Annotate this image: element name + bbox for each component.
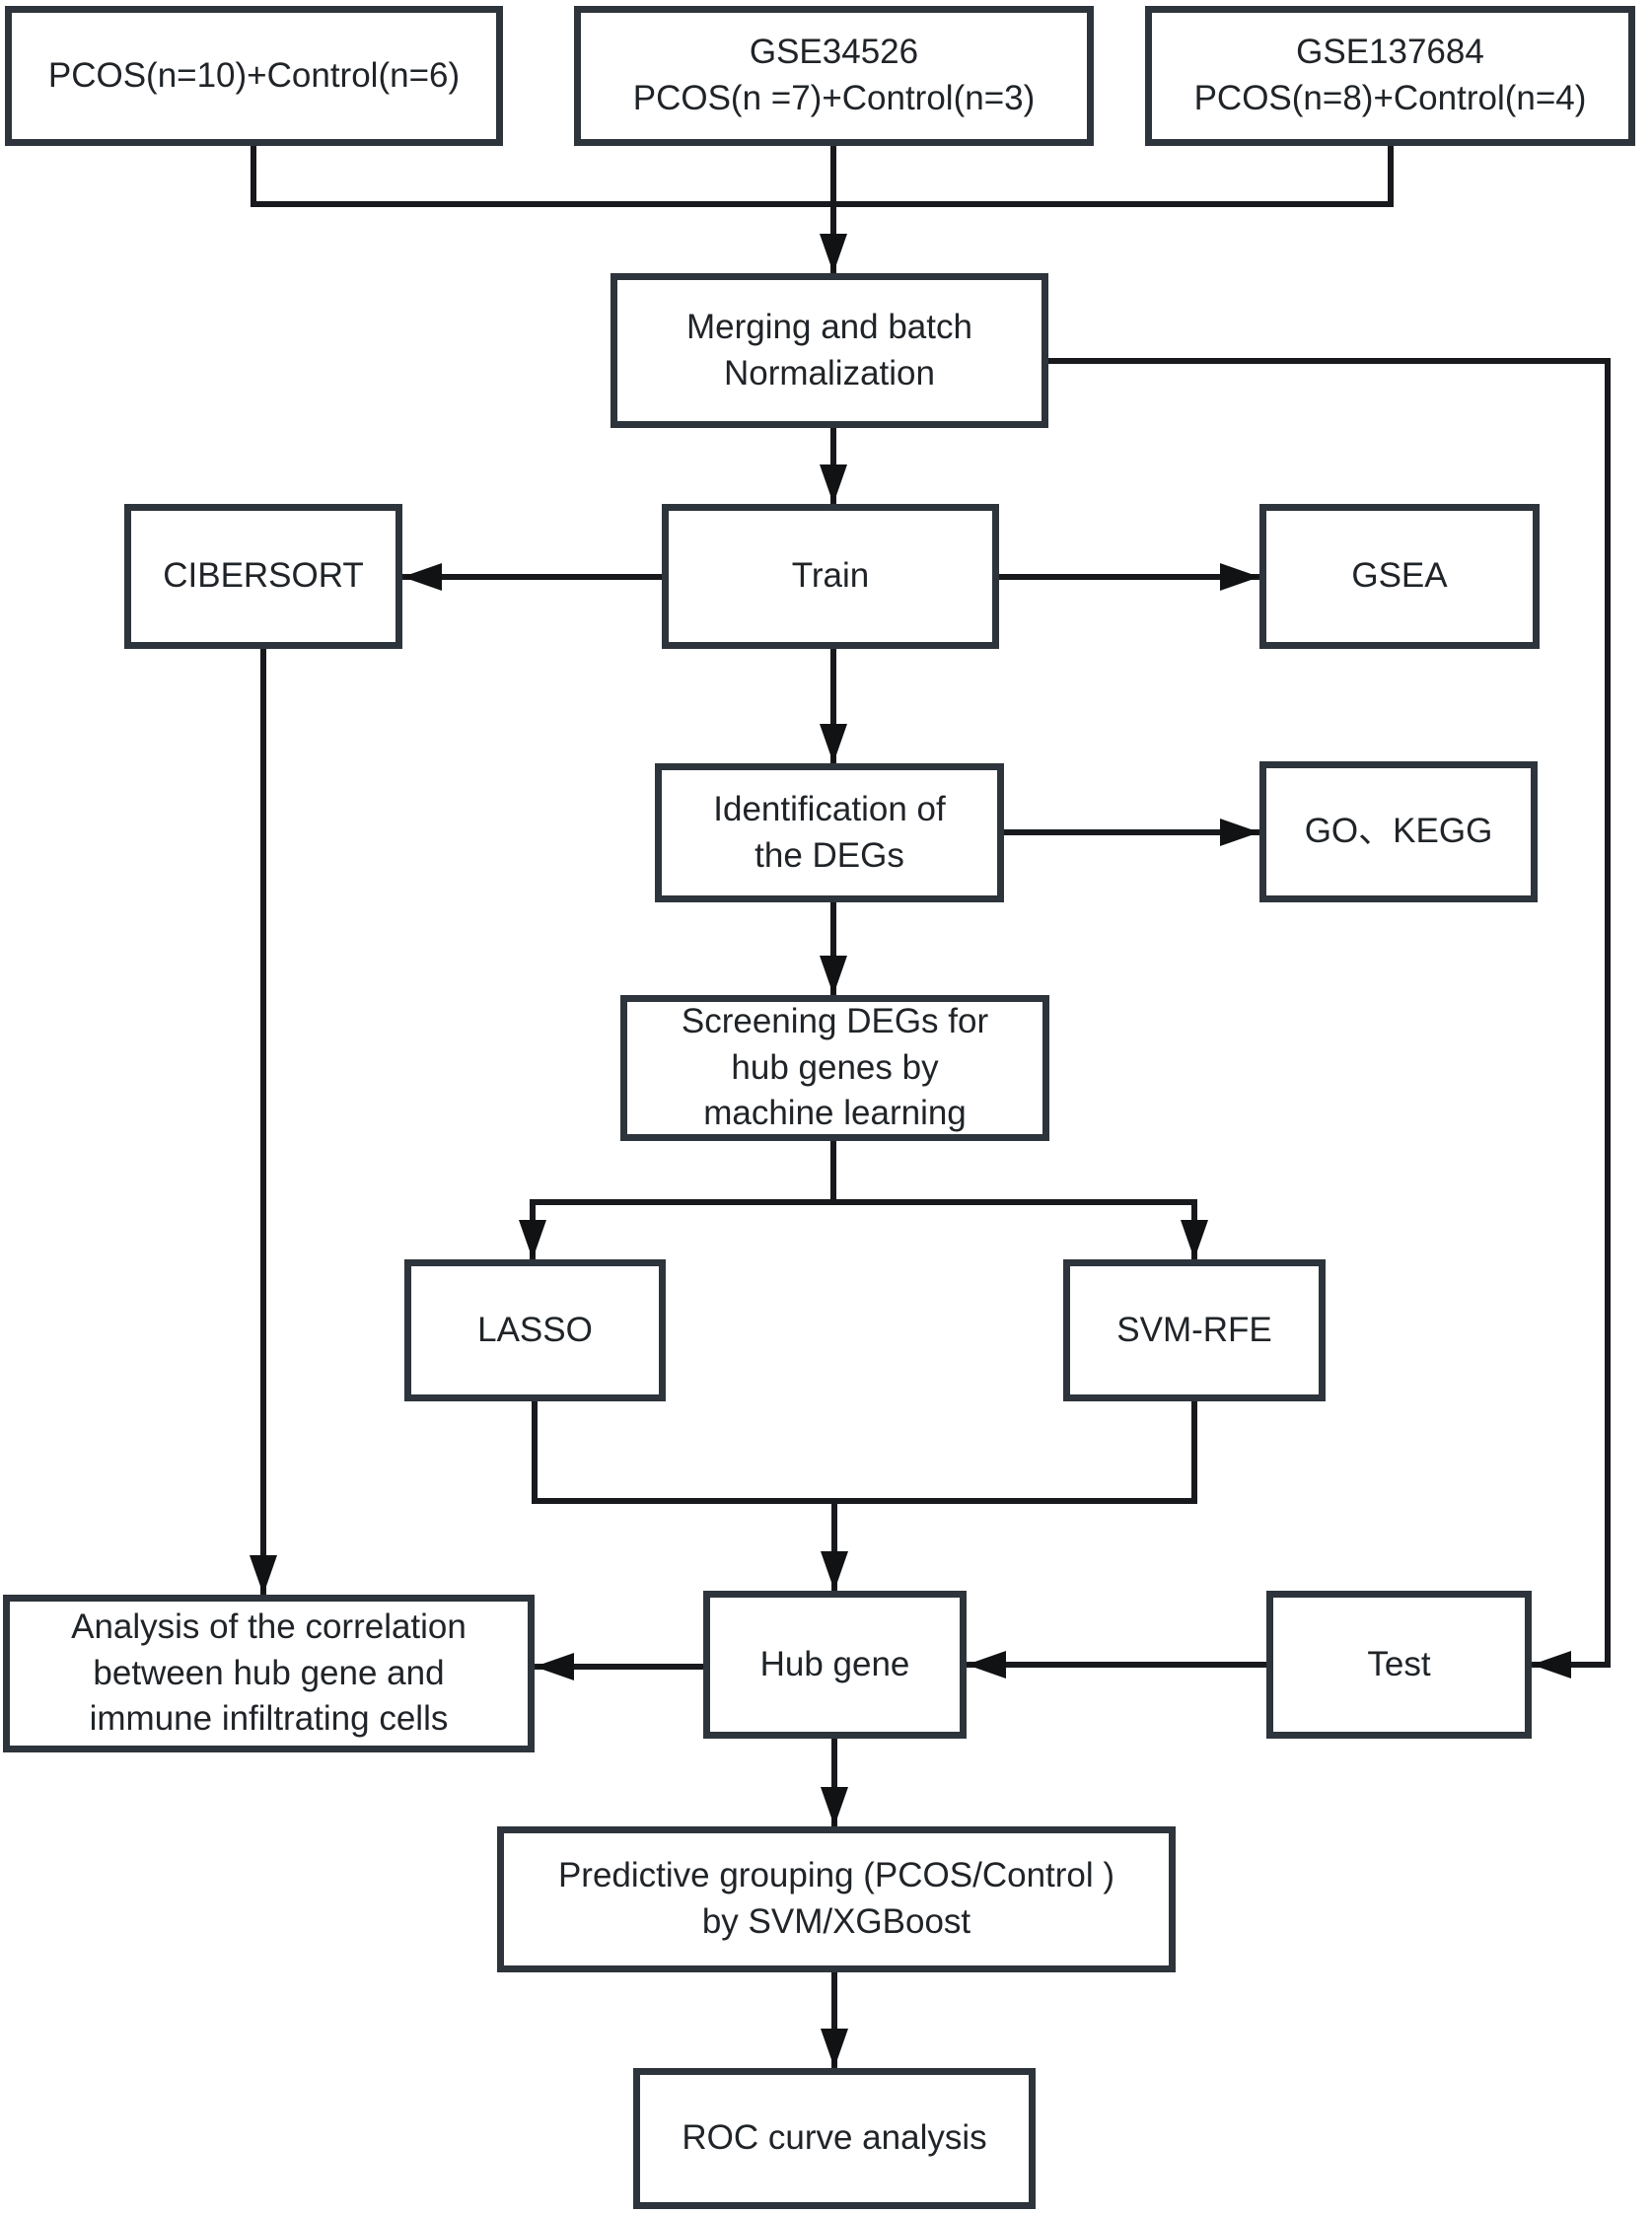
node-hub-gene: Hub gene <box>703 1591 967 1739</box>
node-cibersort-label: CIBERSORT <box>163 556 364 596</box>
edge-merging-test <box>1048 358 1611 1678</box>
node-test-label: Test <box>1367 1644 1431 1683</box>
node-gse34526: GSE34526 PCOS(n =7)+Control(n=3) <box>574 6 1094 146</box>
node-roc-analysis-label: ROC curve analysis <box>682 2118 987 2158</box>
node-gse34526-label: GSE34526 PCOS(n =7)+Control(n=3) <box>632 33 1036 117</box>
edge-sources-merge-bar <box>251 143 1394 207</box>
node-svm-rfe: SVM-RFE <box>1063 1259 1326 1401</box>
node-identification-degs: Identification of the DEGs <box>655 763 1004 902</box>
node-predictive-grouping-label: Predictive grouping (PCOS/Control ) by S… <box>557 1856 1115 1941</box>
node-gsea-label: GSEA <box>1351 556 1448 596</box>
node-test: Test <box>1266 1591 1532 1739</box>
node-svm-rfe-label: SVM-RFE <box>1116 1310 1272 1349</box>
node-screening-machine-learning-label: Screening DEGs for hub genes by machine … <box>681 1001 989 1133</box>
node-lasso: LASSO <box>404 1259 666 1401</box>
node-lasso-label: LASSO <box>477 1310 593 1349</box>
node-merging-normalization-label: Merging and batch Normalization <box>686 307 972 393</box>
node-identification-degs-label: Identification of the DEGs <box>713 789 946 875</box>
node-roc-analysis: ROC curve analysis <box>633 2068 1036 2209</box>
node-go-kegg: GO、KEGG <box>1259 761 1538 902</box>
node-hub-gene-label: Hub gene <box>759 1644 910 1683</box>
node-train-label: Train <box>791 556 870 596</box>
node-correlation-analysis: Analysis of the correlation between hub … <box>3 1595 535 1752</box>
node-cibersort: CIBERSORT <box>124 504 402 649</box>
node-gse137684-label: GSE137684 PCOS(n=8)+Control(n=4) <box>1193 33 1587 117</box>
node-gse137684: GSE137684 PCOS(n=8)+Control(n=4) <box>1145 6 1635 146</box>
node-train: Train <box>662 504 999 649</box>
node-screening-machine-learning: Screening DEGs for hub genes by machine … <box>620 995 1049 1141</box>
node-dataset-local: PCOS(n=10)+Control(n=6) <box>5 6 503 146</box>
node-go-kegg-label: GO、KEGG <box>1304 812 1493 851</box>
node-merging-normalization: Merging and batch Normalization <box>611 273 1048 428</box>
node-correlation-analysis-label: Analysis of the correlation between hub … <box>71 1606 467 1739</box>
node-predictive-grouping: Predictive grouping (PCOS/Control ) by S… <box>497 1826 1176 1972</box>
node-gsea: GSEA <box>1259 504 1540 649</box>
node-dataset-local-label: PCOS(n=10)+Control(n=6) <box>47 55 461 95</box>
